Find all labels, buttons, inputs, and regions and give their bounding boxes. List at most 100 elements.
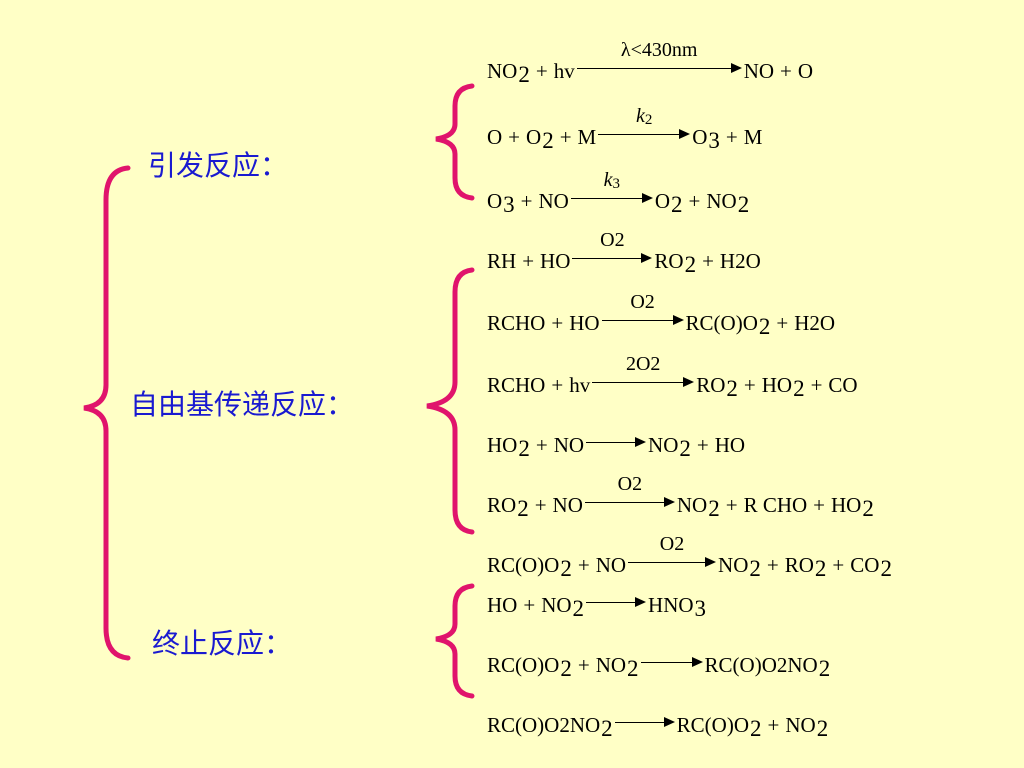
species: CO	[828, 375, 857, 396]
species: HO2	[831, 493, 874, 521]
species: O	[798, 61, 813, 82]
species-subscript: 2	[749, 556, 761, 581]
species: RCHO	[487, 375, 545, 396]
species-formula: NO	[553, 433, 585, 457]
arrow-shaft	[576, 68, 732, 69]
species: H2O	[794, 313, 835, 334]
species-formula: hv	[553, 59, 575, 83]
plus-sign: +	[743, 373, 756, 397]
species: RO2	[487, 493, 529, 521]
arrow-head-icon	[663, 497, 675, 507]
reaction-arrow: O2	[601, 292, 684, 334]
arrow-condition-label: 2O2	[625, 353, 661, 375]
species: NO	[553, 495, 583, 516]
category-termination: 终止反应：	[152, 627, 293, 660]
species: M	[744, 127, 763, 148]
species-subscript: 2	[518, 436, 530, 461]
species-subscript: 2	[708, 496, 720, 521]
arrow-condition-label: O2	[659, 533, 685, 555]
species-formula: HO	[714, 433, 746, 457]
species: NO	[554, 435, 584, 456]
species: NO2	[596, 653, 639, 681]
plus-sign: +	[725, 493, 738, 517]
species-formula: RCHO	[487, 373, 546, 397]
species-formula: HO	[540, 249, 571, 273]
species: HNO3	[648, 593, 706, 621]
species-formula: NO	[785, 713, 816, 737]
plus-sign: +	[780, 59, 792, 83]
arrow-shaft	[570, 198, 643, 199]
species-formula: RC(O)O	[685, 311, 758, 335]
species: HO	[715, 435, 745, 456]
species-subscript: 2	[737, 192, 750, 217]
species-subscript: 2	[818, 656, 831, 681]
species: RH	[487, 251, 516, 272]
species-formula: NO	[552, 493, 583, 517]
species-subscript: 2	[518, 62, 530, 87]
plus-sign: +	[702, 249, 714, 273]
species-subscript: 2	[572, 596, 585, 621]
category-propagation: 自由基传递反应：	[130, 388, 355, 421]
species-formula: RC(O)O	[676, 713, 750, 737]
arrow-condition-label: k2	[636, 105, 653, 128]
species-subscript: 3	[708, 128, 720, 153]
reaction-arrow: 2O2	[592, 353, 695, 396]
arrow-shaft	[584, 502, 665, 503]
species-subscript: 2	[560, 656, 572, 681]
species-formula: O	[487, 125, 503, 149]
species: NO	[744, 61, 774, 82]
plus-sign: +	[577, 653, 590, 677]
species: HO	[487, 595, 517, 616]
reaction-arrow: k2	[598, 105, 691, 148]
species-formula: CO	[828, 373, 858, 397]
species-subscript: 2	[726, 376, 738, 401]
species: NO2	[785, 713, 828, 741]
plus-sign: +	[832, 553, 845, 577]
arrow-head-icon	[663, 717, 675, 727]
species-formula: RO	[487, 493, 517, 517]
species-formula: H2O	[794, 311, 836, 335]
plus-sign: +	[522, 249, 535, 273]
species-subscript: 2	[880, 556, 892, 581]
plus-sign: +	[810, 373, 823, 397]
species: NO2	[541, 593, 584, 621]
species-subscript: 2	[671, 192, 683, 217]
species-subscript: 2	[601, 716, 613, 741]
plus-sign: +	[725, 125, 738, 149]
plus-sign: +	[535, 59, 548, 83]
species-formula: RC(O)O	[487, 553, 560, 577]
species-formula: RC(O)O2NO	[704, 653, 818, 677]
reaction-arrow: O2	[572, 230, 653, 272]
species-formula: HO	[487, 433, 518, 457]
species-formula: O	[526, 125, 542, 149]
species: RO2	[785, 553, 827, 581]
species-formula: O	[797, 59, 814, 83]
arrow-head-icon	[641, 193, 653, 203]
category-initiation: 引发反应：	[148, 149, 289, 182]
species-formula: HO	[761, 373, 793, 397]
arrow-shaft	[601, 320, 674, 321]
species-formula: NO	[743, 59, 775, 83]
species-formula: RH	[487, 249, 517, 273]
species: HO2	[487, 433, 530, 461]
species-formula: RO	[654, 249, 684, 273]
species: RC(O)O2NO2	[487, 713, 613, 741]
reaction-arrow	[586, 576, 647, 616]
species: RC(O)O2	[487, 553, 572, 581]
plus-sign: +	[688, 189, 701, 213]
species-subscript: 3	[694, 596, 707, 621]
plus-sign: +	[534, 493, 547, 517]
species-formula: H2O	[719, 249, 761, 273]
species: NO	[596, 555, 626, 576]
arrow-head-icon	[730, 63, 742, 73]
species-subscript: 2	[750, 716, 762, 741]
reaction-arrow	[586, 416, 647, 456]
species-subscript: 2	[862, 496, 874, 521]
species: RC(O)O2	[685, 311, 771, 339]
species-formula: NO	[676, 493, 708, 517]
arrow-condition-label: λ<430nm	[620, 39, 698, 61]
species: O3	[692, 125, 720, 153]
